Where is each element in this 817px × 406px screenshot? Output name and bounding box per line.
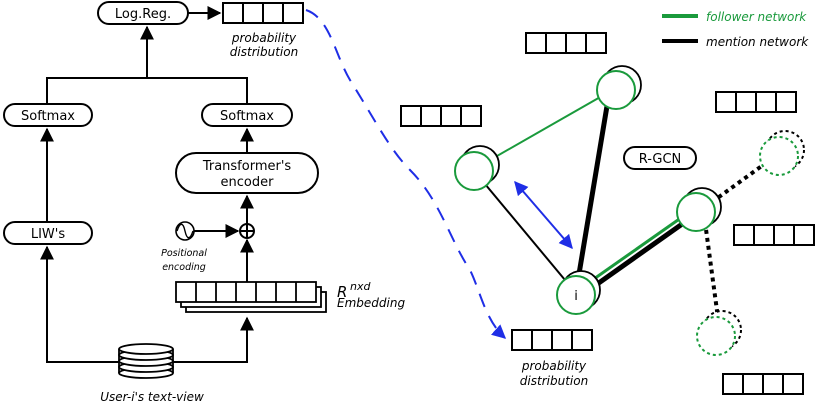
database-icon: [118, 343, 174, 379]
edge-dotted-right-upper: [710, 158, 772, 204]
dashed-transfer-arrow: [305, 9, 507, 339]
softmax-left-node: Softmax: [3, 103, 93, 127]
legend-mention-label: mention network: [706, 35, 809, 49]
node-right: [676, 187, 722, 232]
edge-follower-i-right: [580, 206, 696, 290]
embedding-r-label: R: [337, 283, 347, 301]
prob-bottom-label-2: distribution: [520, 374, 588, 388]
transformer-encoder-node: Transformer's encoder: [175, 152, 319, 194]
node-i: i: [556, 270, 601, 315]
prob-top-label-1: probability: [231, 31, 297, 45]
db-to-embedding-arrow: [173, 316, 254, 363]
logreg-node: Log.Reg.: [97, 1, 189, 25]
embedding-sup-label: nxd: [350, 280, 371, 293]
edge-follower-left-top: [475, 87, 617, 169]
transformer-label-1: Transformer's: [202, 159, 292, 174]
prob-vector-top: [222, 2, 304, 24]
datasource-caption: User-i's text-view: [100, 390, 204, 404]
edge-mention-top-i: [575, 99, 611, 281]
softmax-right-label: Softmax: [220, 109, 274, 124]
logreg-label: Log.Reg.: [115, 7, 171, 22]
rgcn-label: R-GCN: [639, 152, 682, 167]
positional-label-1: Positional: [161, 248, 207, 259]
merge-line: [46, 77, 248, 103]
vector-top-center: [525, 32, 607, 54]
edge-dotted-right-lower: [703, 221, 720, 319]
softmax-right-node: Softmax: [201, 103, 293, 127]
node-dotted-lower: [696, 310, 742, 356]
softmax-left-label: Softmax: [21, 109, 75, 124]
rgcn-node: R-GCN: [623, 146, 697, 170]
prob-vector-bottom: [511, 329, 593, 351]
sine-wave-icon: [175, 221, 195, 241]
prob-bottom-label-1: probability: [521, 359, 587, 373]
positional-label-2: encoding: [162, 262, 206, 273]
db-to-liw-arrow: [40, 245, 119, 363]
vector-top-right: [715, 91, 797, 113]
add-operator-icon: [239, 223, 255, 239]
liw-node: LIW's: [3, 221, 93, 245]
vector-bottom-right: [722, 373, 804, 395]
legend-follower-label: follower network: [706, 10, 807, 24]
node-left: [454, 145, 500, 191]
transformer-label-2: encoder: [221, 175, 275, 190]
vector-left-center: [400, 105, 482, 127]
node-dotted-upper: [759, 130, 805, 176]
bidirectional-arrow: [514, 180, 573, 250]
embedding-stack: [175, 281, 327, 313]
vector-mid-right: [733, 224, 815, 246]
prob-top-label-2: distribution: [230, 45, 298, 59]
embedding-label: Embedding: [337, 296, 405, 310]
liw-label: LIW's: [31, 227, 66, 242]
node-i-label: i: [574, 289, 578, 304]
node-top: [596, 65, 642, 110]
